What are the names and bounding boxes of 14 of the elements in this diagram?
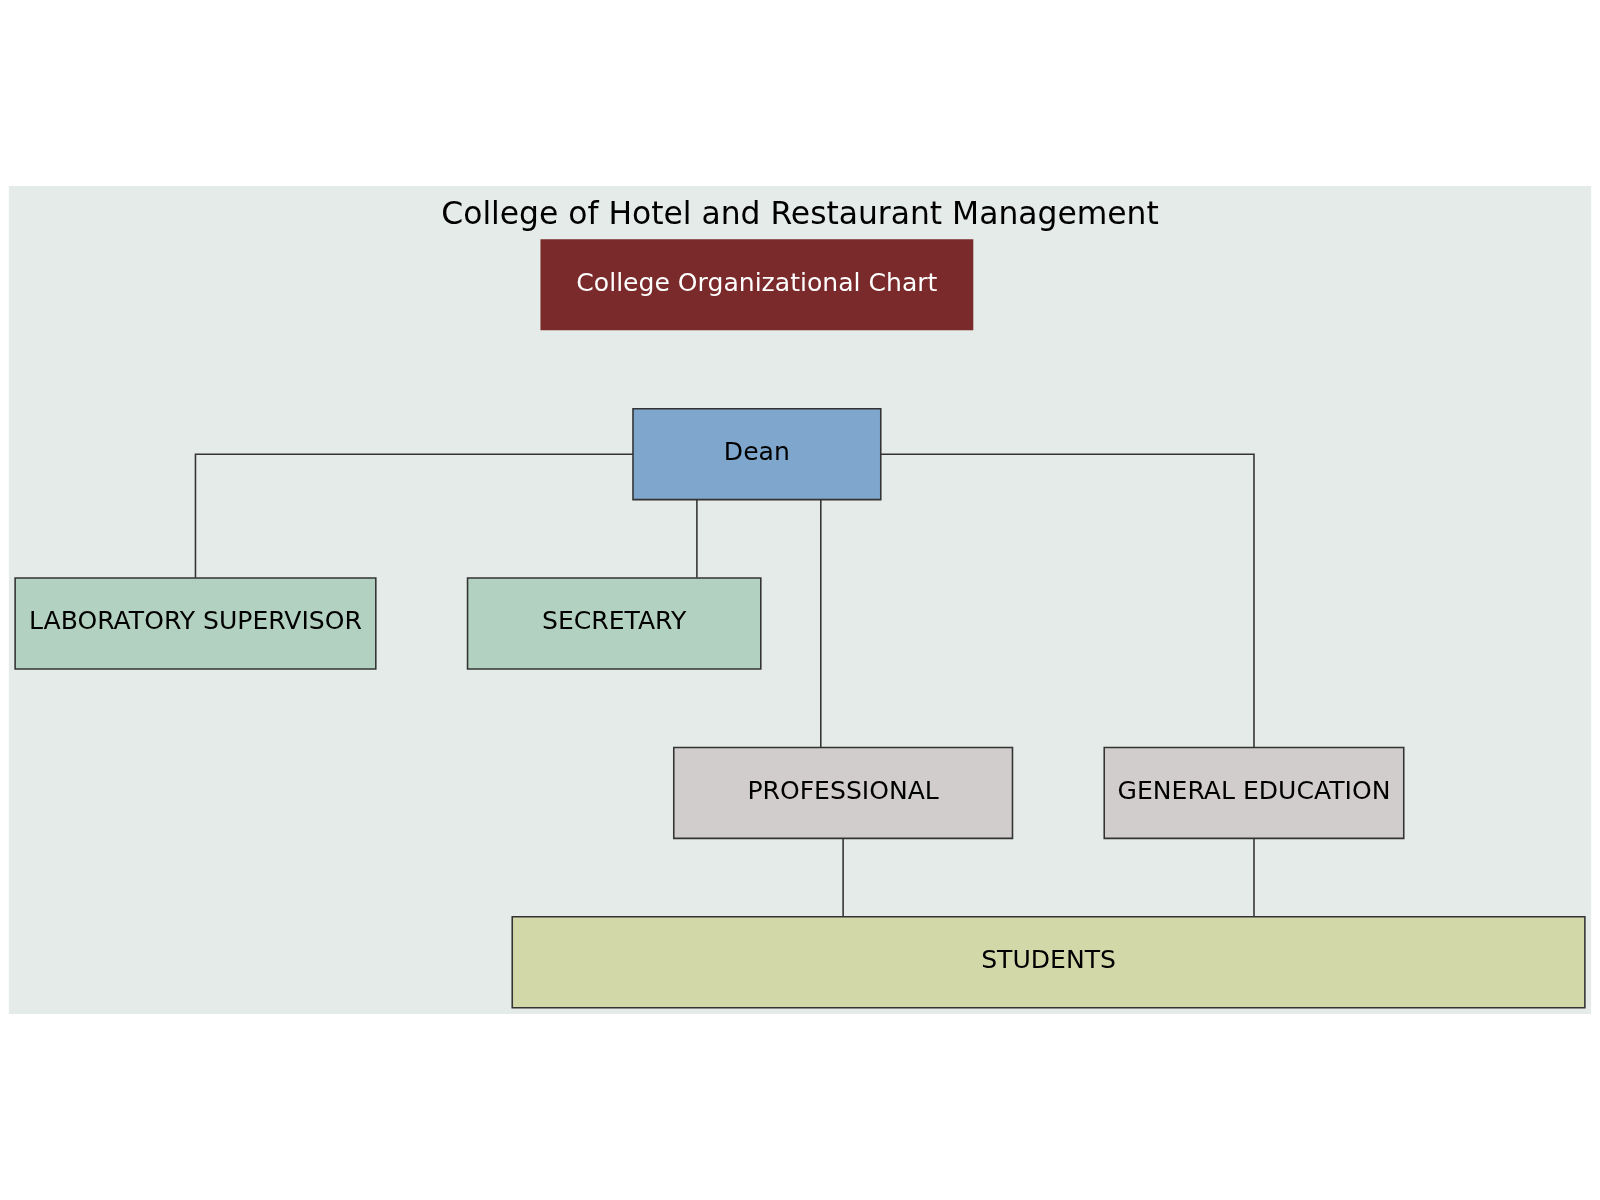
connector xyxy=(842,837,844,918)
node-box: LABORATORY SUPERVISOR xyxy=(14,577,377,670)
label: College Organizational Chart xyxy=(576,267,938,297)
node-box: PROFESSIONAL xyxy=(672,746,1014,840)
connector xyxy=(696,499,698,579)
node-box: STUDENTS xyxy=(511,916,1586,1009)
connector xyxy=(820,499,822,749)
node-box: GENERAL EDUCATION xyxy=(1103,746,1405,840)
node-box: SECRETARY xyxy=(466,577,762,670)
diagram-title: College of Hotel and Restaurant Management xyxy=(441,194,1159,231)
connector xyxy=(194,453,634,579)
node-box: Dean xyxy=(632,407,882,501)
connector xyxy=(1253,837,1255,918)
connector xyxy=(880,453,1255,748)
